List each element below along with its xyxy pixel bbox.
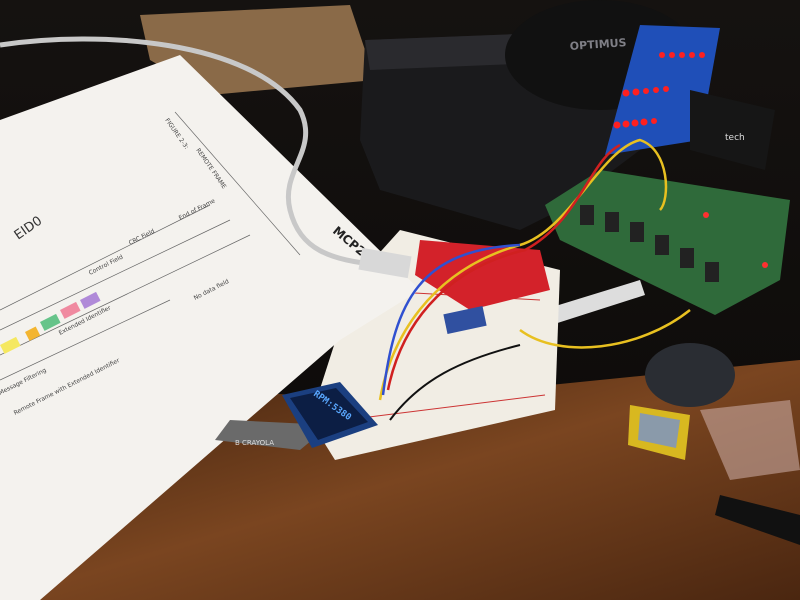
logitech-device bbox=[690, 90, 775, 170]
logitech-label: tech bbox=[725, 133, 745, 143]
oled-screen bbox=[290, 388, 368, 440]
usb-plug bbox=[358, 247, 412, 279]
yellow-wire bbox=[378, 138, 668, 401]
highlighter-marks bbox=[0, 291, 101, 354]
optimus-label: OPTIMUS bbox=[569, 36, 627, 53]
blue-wire bbox=[381, 243, 521, 396]
chip-module bbox=[443, 306, 487, 334]
crayola-label: B CRAYOLA bbox=[235, 439, 274, 447]
datasheet-diagram bbox=[0, 111, 301, 381]
usb-cable bbox=[0, 36, 381, 268]
black-wire bbox=[389, 344, 521, 421]
potentiometers bbox=[580, 205, 719, 282]
datasheet-paper bbox=[0, 55, 420, 600]
plastic-bag bbox=[700, 400, 800, 480]
black-cable bbox=[715, 495, 800, 545]
arduino-board bbox=[415, 240, 550, 310]
led-row bbox=[613, 52, 705, 129]
red-wire bbox=[386, 143, 621, 391]
computer-mouse bbox=[645, 343, 735, 407]
cardboard-box bbox=[140, 5, 375, 95]
